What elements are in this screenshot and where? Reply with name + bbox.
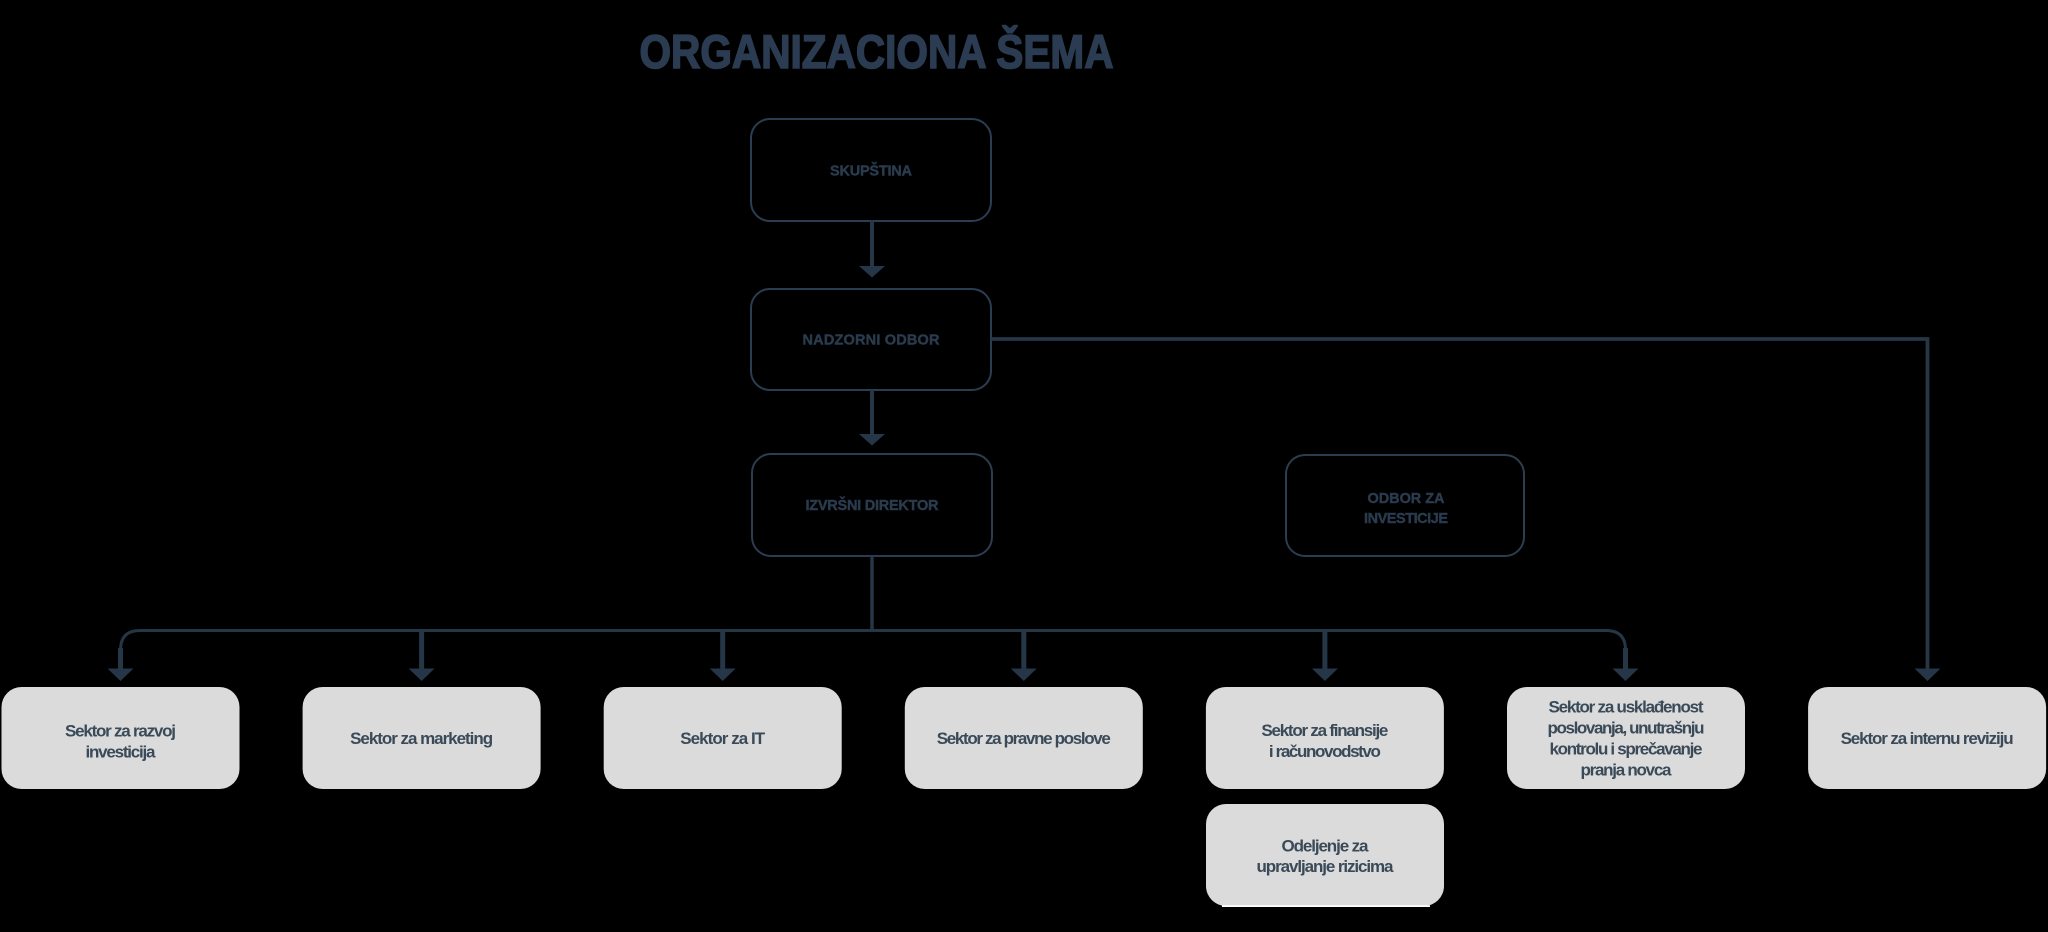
svg-text:investicija: investicija (86, 743, 157, 762)
svg-text:SKUPŠTINA: SKUPŠTINA (830, 162, 913, 180)
svg-text:Sektor za marketing: Sektor za marketing (350, 729, 493, 748)
svg-text:Sektor za razvoj: Sektor za razvoj (65, 722, 176, 741)
svg-text:NADZORNI ODBOR: NADZORNI ODBOR (803, 333, 941, 349)
svg-text:poslovanja, unutrašnju: poslovanja, unutrašnju (1548, 719, 1705, 738)
svg-text:kontrolu i sprečavanje: kontrolu i sprečavanje (1550, 740, 1703, 759)
svg-text:upravljanje rizicima: upravljanje rizicima (1257, 857, 1395, 876)
svg-text:ODBOR ZA: ODBOR ZA (1368, 491, 1446, 507)
svg-text:Sektor za finansije: Sektor za finansije (1261, 721, 1388, 740)
svg-text:Sektor za IT: Sektor za IT (680, 729, 766, 748)
svg-text:Sektor za internu reviziju: Sektor za internu reviziju (1841, 729, 2014, 748)
svg-text:i računovodstvo: i računovodstvo (1269, 742, 1381, 761)
svg-text:Odeljenje za: Odeljenje za (1282, 837, 1370, 856)
svg-text:ORGANIZACIONA ŠEMA: ORGANIZACIONA ŠEMA (640, 25, 1114, 78)
svg-text:IZVRŠNI DIREKTOR: IZVRŠNI DIREKTOR (806, 496, 940, 514)
svg-text:Sektor za usklađenost: Sektor za usklađenost (1549, 698, 1704, 717)
svg-text:INVESTICIJE: INVESTICIJE (1364, 511, 1448, 527)
svg-text:pranja novca: pranja novca (1581, 761, 1673, 780)
svg-text:Sektor za pravne poslove: Sektor za pravne poslove (937, 729, 1111, 748)
